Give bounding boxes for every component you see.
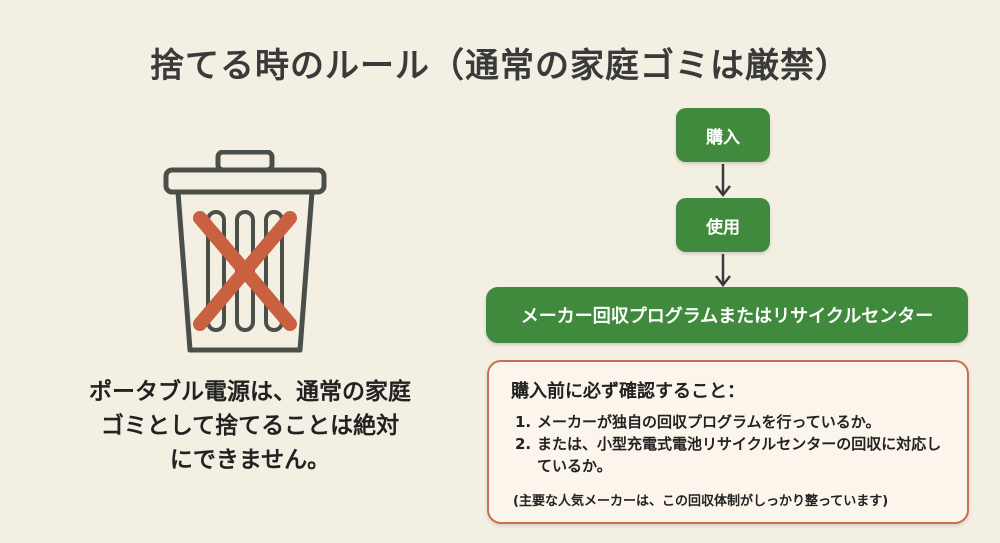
no-trash-illustration [160,149,330,360]
page-title: 捨てる時のルール（通常の家庭ゴミは厳禁） [150,46,850,86]
down-arrow-icon [715,254,731,288]
flow-step-recycle: メーカー回収プログラムまたはリサイクルセンター [486,287,968,343]
checklist-heading: 購入前に必ず確認すること： [511,381,745,402]
checklist-item: 1. メーカーが独自の回収プログラムを行っているか。 [515,413,881,431]
checklist-item: 2. または、小型充電式電池リサイクルセンターの回収に対応しているか。 [515,435,942,475]
flow-step-purchase: 購入 [676,108,770,162]
checklist-items: 1. メーカーが独自の回収プログラムを行っているか。 2. または、小型充電式電… [515,411,955,477]
disposal-rule-text: ポータブル電源は、通常の家庭 ゴミとして捨てることは絶対 にできません。 [89,379,411,473]
trash-can-icon [163,149,327,353]
down-arrow-icon [715,164,731,198]
flow-step-use: 使用 [676,198,770,252]
checklist-note: (主要な人気メーカーは、この回収体制がしっかり整っています) [513,494,889,509]
checklist-card: 購入前に必ず確認すること： 1. メーカーが独自の回収プログラムを行っているか。… [487,360,969,524]
prohibited-cross-icon [193,211,297,331]
